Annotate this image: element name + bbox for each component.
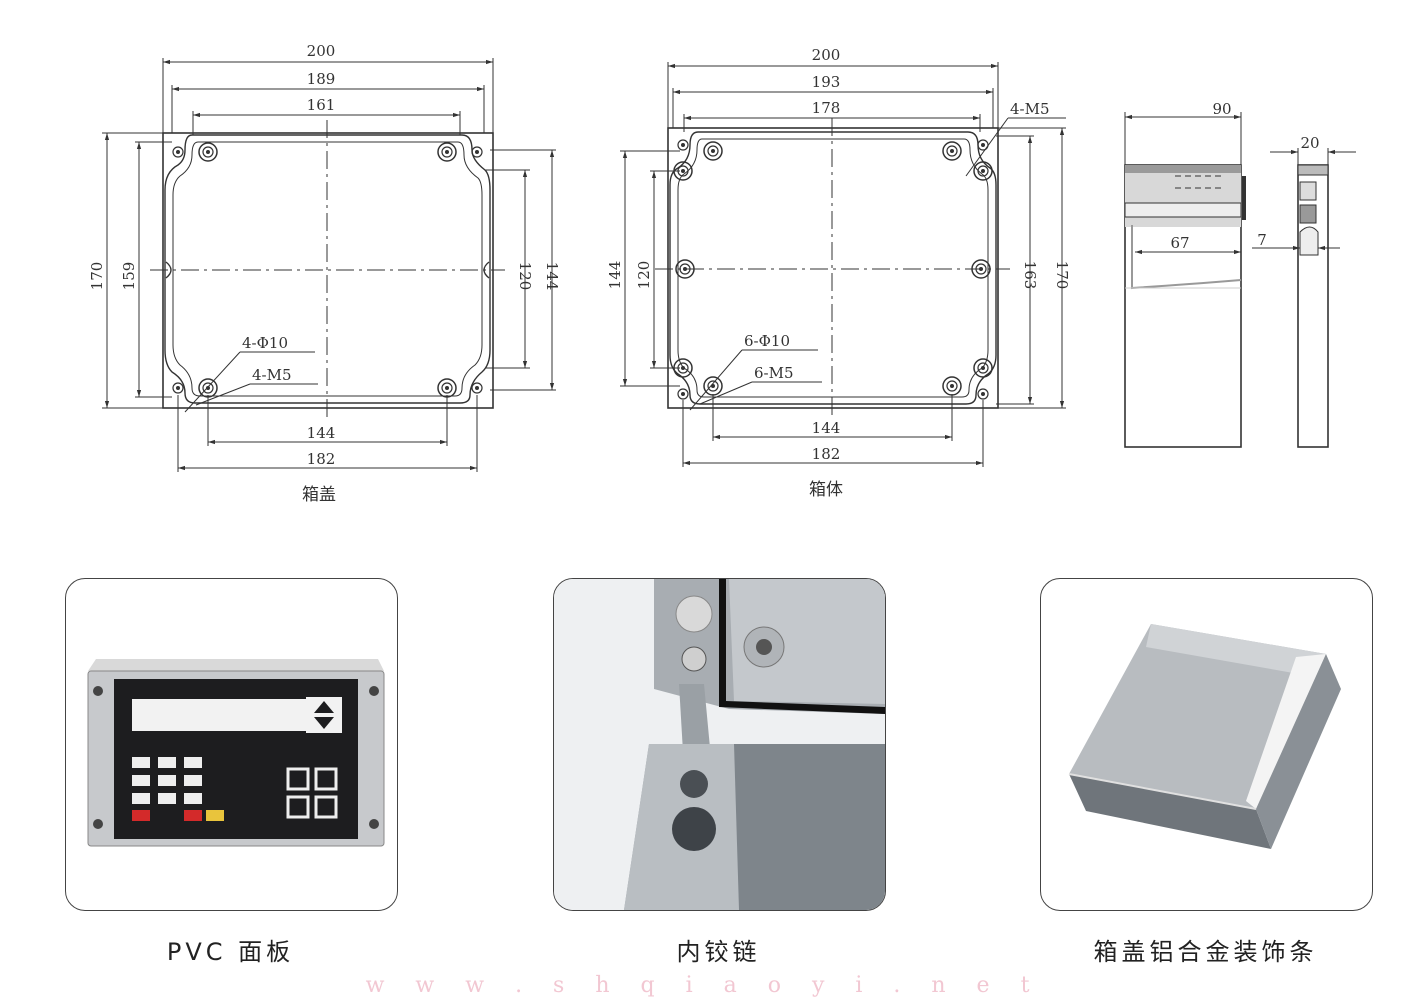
lid-dim-200: 200 <box>307 42 336 60</box>
lid-screw-icon <box>471 146 483 158</box>
side-dim-7: 7 <box>1257 231 1267 249</box>
body-dim-144: 144 <box>606 261 624 290</box>
lid-screw-note: 4-M5 <box>252 366 292 384</box>
inner-hinge-image <box>554 579 885 910</box>
body-drawing <box>655 118 1010 420</box>
body-dim-193: 193 <box>812 73 841 91</box>
body-screw-icon <box>977 388 989 400</box>
side-dim-20: 20 <box>1300 134 1319 152</box>
body-dim-178: 178 <box>812 99 841 117</box>
aluminum-trim-card <box>1040 578 1373 911</box>
aluminum-trim-caption: 箱盖铝合金装饰条 <box>1093 938 1318 966</box>
body-hole-icon <box>942 141 962 161</box>
aluminum-trim-image <box>1068 624 1341 849</box>
lid-hole-icon <box>198 142 218 162</box>
lid-hole-icon <box>437 378 457 398</box>
body-hole-icon <box>942 376 962 396</box>
body-dim-163: 163 <box>1021 261 1039 290</box>
body-top-screw-note: 4-M5 <box>1010 100 1050 118</box>
lid-screw-icon <box>172 382 184 394</box>
body-screw-note: 6-M5 <box>754 364 794 382</box>
lid-dim-170: 170 <box>88 262 106 291</box>
lid-dim-161: 161 <box>307 96 336 114</box>
body-screw-icon <box>677 388 689 400</box>
pvc-panel-caption: PVC 面板 <box>166 938 295 966</box>
body-hole-icon <box>703 141 723 161</box>
body-dim-170: 170 <box>1053 261 1071 290</box>
lid-hole-icon <box>437 142 457 162</box>
lid-screw-icon <box>471 382 483 394</box>
body-dim-bottom-144: 144 <box>812 419 841 437</box>
lid-dim-189: 189 <box>307 70 336 88</box>
lid-label: 箱盖 <box>302 485 336 505</box>
lid-dim-144: 144 <box>543 262 561 291</box>
lid-drawing <box>150 120 505 420</box>
inner-hinge-caption: 内铰链 <box>676 938 761 966</box>
body-label: 箱体 <box>809 480 843 500</box>
body-dim-200: 200 <box>812 46 841 64</box>
side-dim-90: 90 <box>1212 100 1231 118</box>
body-hole-note: 6-Φ10 <box>744 332 790 350</box>
side-dim-67: 67 <box>1170 234 1189 252</box>
lid-dim-bottom-144: 144 <box>307 424 336 442</box>
technical-drawings: 200 189 161 170 159 120 144 144 182 4-Φ1… <box>88 42 1356 505</box>
lid-hole-note: 4-Φ10 <box>242 334 288 352</box>
watermark: w w w . s h q i a o y i . n e t <box>365 973 1042 998</box>
lid-dim-159: 159 <box>120 262 138 291</box>
body-screw-icon <box>677 139 689 151</box>
pvc-panel-card <box>65 578 398 911</box>
body-hole-icon <box>973 358 993 378</box>
body-dim-120: 120 <box>635 261 653 290</box>
lid-screw-icon <box>172 146 184 158</box>
lid-dim-120: 120 <box>516 262 534 291</box>
inner-hinge-card <box>553 578 886 911</box>
body-hole-icon <box>703 376 723 396</box>
lid-dim-bottom-182: 182 <box>307 450 336 468</box>
pvc-panel-image <box>87 659 385 847</box>
body-hole-icon <box>973 161 993 181</box>
body-dim-bottom-182: 182 <box>812 445 841 463</box>
side-view-drawing <box>1124 112 1356 448</box>
